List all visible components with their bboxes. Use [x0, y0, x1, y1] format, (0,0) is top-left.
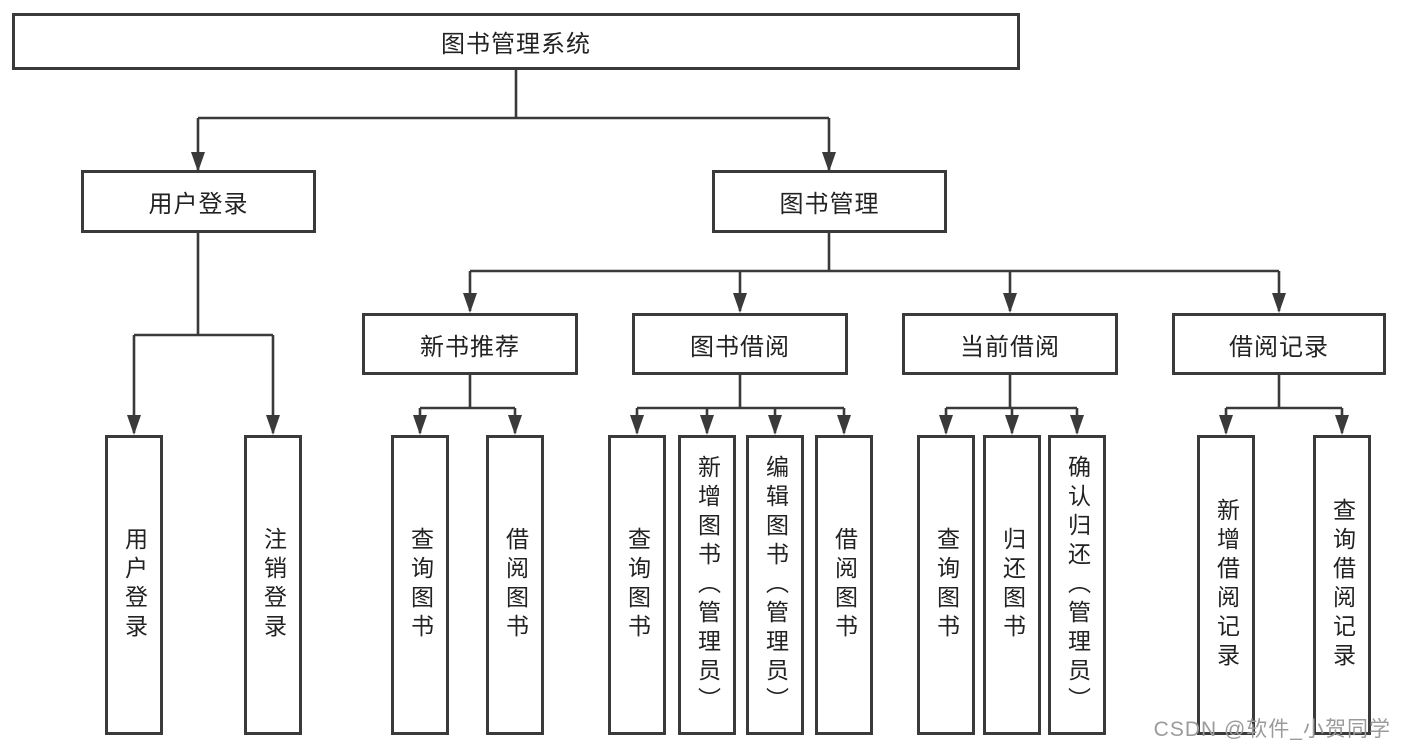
edge-book-borrow-to-leaves: [635, 375, 846, 433]
leaf-nb-query-books: 查询图书: [391, 435, 449, 735]
edge-book-mgmt-to-level3: [468, 233, 1281, 311]
leaf-cb-confirm-return-admin: 确认归还（管理员）: [1048, 435, 1106, 735]
leaf-nb-borrow-books: 借阅图书: [486, 435, 544, 735]
leaf-bb-edit-books-admin: 编辑图书（管理员）: [746, 435, 804, 735]
leaf-br-query-record: 查询借阅记录: [1313, 435, 1371, 735]
edge-root-to-level2: [196, 70, 831, 170]
leaf-br-add-record: 新增借阅记录: [1197, 435, 1255, 735]
leaf-bb-add-books-admin: 新增图书（管理员）: [678, 435, 736, 735]
edge-current-borrow-to-leaves: [944, 375, 1079, 433]
edge-new-book-to-leaves: [418, 375, 517, 433]
leaf-logout: 注销登录: [244, 435, 302, 735]
node-book-borrowing: 图书借阅: [632, 313, 848, 375]
leaf-cb-return-books: 归还图书: [983, 435, 1041, 735]
node-new-book-recommendation: 新书推荐: [362, 313, 578, 375]
edge-borrow-records-to-leaves: [1224, 375, 1344, 433]
csdn-watermark: CSDN @软件_小贺同学: [1153, 718, 1391, 741]
node-user-login: 用户登录: [81, 170, 316, 233]
leaf-user-login: 用户登录: [105, 435, 163, 735]
node-library-management-system: 图书管理系统: [12, 13, 1020, 70]
leaf-bb-borrow-books: 借阅图书: [815, 435, 873, 735]
node-borrowing-records: 借阅记录: [1172, 313, 1386, 375]
leaf-cb-query-books: 查询图书: [917, 435, 975, 735]
node-current-borrowing: 当前借阅: [902, 313, 1118, 375]
leaf-bb-query-books: 查询图书: [608, 435, 666, 735]
node-book-management: 图书管理: [712, 170, 947, 233]
edge-user-login-to-leaves: [132, 233, 275, 433]
